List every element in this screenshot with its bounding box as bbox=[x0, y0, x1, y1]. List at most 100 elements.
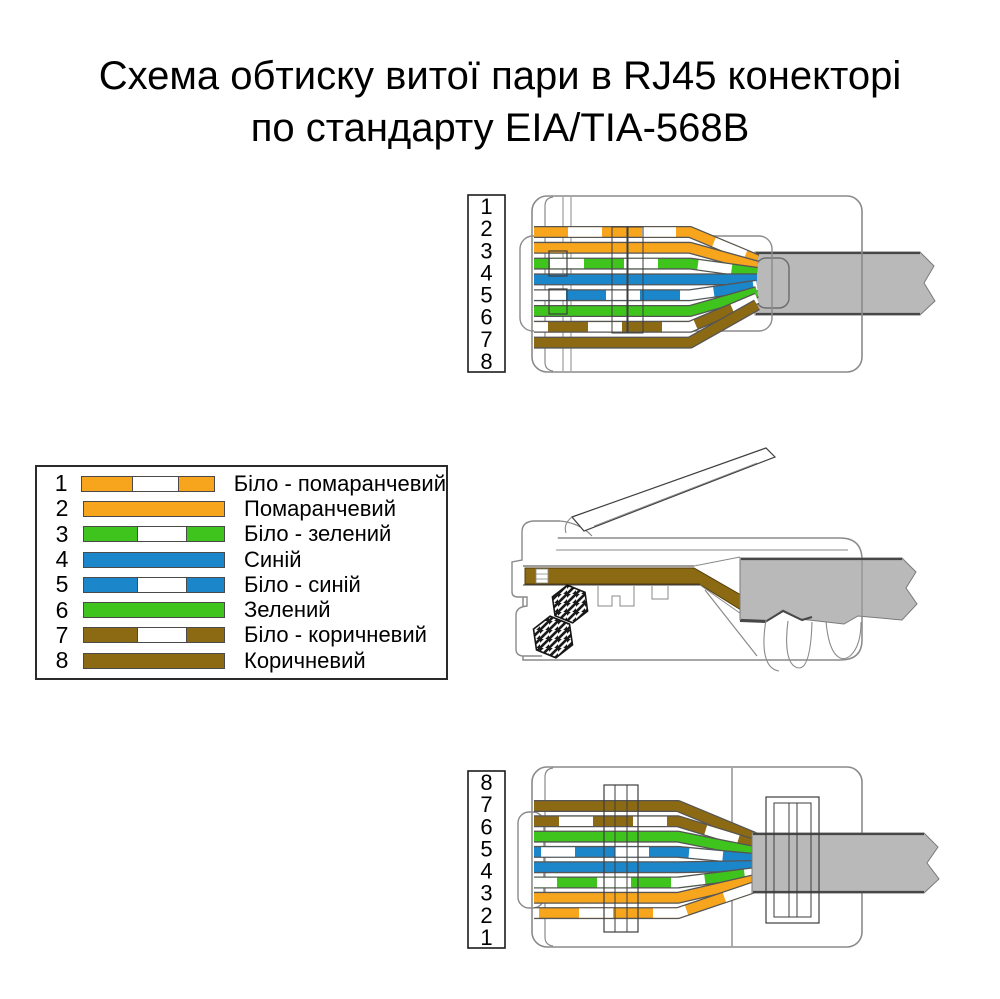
legend-row: 1 Біло - помаранчевий bbox=[37, 470, 446, 497]
legend-pin-number: 5 bbox=[55, 571, 69, 598]
legend-row: 2 Помаранчевий bbox=[37, 495, 446, 522]
swatch-white-segment bbox=[137, 628, 187, 643]
wire-stripe bbox=[534, 294, 759, 332]
cable bbox=[751, 832, 940, 894]
wire-color-label: Біло - синій bbox=[244, 571, 361, 597]
pin-number: 8 bbox=[480, 349, 492, 374]
wire-green bbox=[534, 287, 759, 316]
wire-comb bbox=[535, 568, 549, 584]
pin-number: 1 bbox=[480, 925, 492, 950]
wire-orange bbox=[534, 243, 759, 271]
cable bbox=[754, 251, 936, 316]
legend-row: 7 Біло - коричневий bbox=[37, 621, 446, 648]
swatch-white-segment bbox=[137, 527, 187, 542]
title-line-1: Схема обтиску витої пари в RJ45 конектор… bbox=[98, 54, 902, 98]
wire-color-swatch bbox=[81, 475, 215, 492]
wire-white-blue bbox=[534, 847, 756, 864]
wire-stripe bbox=[534, 868, 756, 888]
swatch-white-segment bbox=[132, 476, 179, 491]
pin-number-box bbox=[467, 194, 506, 373]
wire-color-swatch bbox=[83, 500, 225, 517]
wire-color-swatch bbox=[83, 526, 225, 543]
wire-stripe bbox=[534, 816, 757, 850]
wire-color-label: Зелений bbox=[244, 597, 331, 623]
strain-latch bbox=[765, 796, 820, 924]
strain-relief-line bbox=[763, 619, 780, 672]
cable bbox=[739, 557, 918, 625]
connector-nose bbox=[511, 520, 560, 657]
legend-row: 8 Коричневий bbox=[37, 647, 446, 674]
pin-number: 3 bbox=[480, 238, 492, 263]
legend-pin-number: 1 bbox=[54, 470, 68, 497]
wire-stripe bbox=[534, 227, 759, 265]
contact-mark bbox=[548, 250, 568, 277]
wire-green bbox=[534, 831, 756, 857]
connector-body bbox=[531, 195, 863, 373]
wire-color-label: Біло - помаранчевий bbox=[233, 470, 446, 496]
nose-top-line bbox=[559, 520, 593, 537]
wire-brown bbox=[534, 801, 757, 843]
wire-color-label: Біло - коричневий bbox=[244, 622, 427, 648]
legend-row: 5 Біло - синій bbox=[37, 571, 446, 598]
wire-stripe bbox=[534, 280, 758, 300]
wire-color-label: Коричневий bbox=[244, 647, 366, 673]
pin-number: 5 bbox=[480, 836, 492, 861]
wire-color-swatch bbox=[83, 627, 225, 644]
boot-diagonal bbox=[704, 589, 758, 657]
contact-slot bbox=[597, 586, 635, 607]
wire-color-swatch bbox=[83, 652, 225, 669]
wire-brown bbox=[534, 300, 760, 348]
legend-pin-number: 7 bbox=[55, 621, 69, 648]
pin-number: 3 bbox=[480, 881, 492, 906]
strain-latch-inner bbox=[773, 802, 812, 918]
latch-hinge bbox=[564, 516, 573, 534]
pin-number: 4 bbox=[480, 859, 492, 884]
wire-stripe bbox=[534, 882, 757, 918]
pin-number: 5 bbox=[480, 283, 492, 308]
legend-pin-number: 3 bbox=[55, 520, 69, 547]
pin-number: 6 bbox=[480, 814, 492, 839]
wire-color-swatch bbox=[83, 551, 225, 568]
pin-number: 4 bbox=[480, 260, 492, 285]
latch-lever bbox=[570, 447, 777, 532]
pin-number: 6 bbox=[480, 305, 492, 330]
wire-guide bbox=[517, 811, 545, 909]
pin-number: 1 bbox=[480, 194, 492, 219]
title-line-2: по стандарту EIA/TIA-568B bbox=[250, 106, 750, 150]
crimp-contact-hatched bbox=[551, 584, 589, 624]
connector-side-view-figure bbox=[511, 447, 918, 672]
swatch-white-segment bbox=[137, 577, 187, 592]
pin-number: 7 bbox=[480, 327, 492, 352]
page-title: Схема обтиску витої пари в RJ45 конектор… bbox=[0, 50, 1000, 154]
pin-number: 8 bbox=[480, 770, 492, 795]
legend-pin-number: 4 bbox=[55, 546, 69, 573]
latch-inner-line bbox=[593, 462, 758, 527]
legend-pin-number: 8 bbox=[55, 647, 69, 674]
cable-bottom-edge bbox=[739, 609, 813, 624]
wire-stripe bbox=[534, 847, 756, 864]
wire-color-label: Помаранчевий bbox=[244, 495, 396, 521]
legend-pin-number: 2 bbox=[55, 495, 69, 522]
crimp-bar bbox=[603, 784, 639, 933]
crimp-bar bbox=[611, 226, 628, 334]
pin-number: 2 bbox=[480, 216, 492, 241]
legend-pin-number: 6 bbox=[55, 596, 69, 623]
wire-color-label: Синій bbox=[244, 546, 302, 572]
legend-row: 4 Синій bbox=[37, 546, 446, 573]
legend-row: 6 Зелений bbox=[37, 596, 446, 623]
pin-number: 7 bbox=[480, 792, 492, 817]
wire-color-swatch bbox=[83, 576, 225, 593]
funnel-line bbox=[699, 584, 745, 617]
pin-number-box bbox=[467, 770, 506, 949]
wire-orange bbox=[534, 875, 757, 903]
contact-mark bbox=[548, 288, 568, 315]
funnel-line bbox=[693, 556, 741, 567]
wire-color-swatch bbox=[83, 602, 225, 619]
wire-white-green bbox=[534, 258, 758, 278]
contact-slot bbox=[651, 586, 669, 600]
strain-relief-line bbox=[825, 620, 862, 660]
